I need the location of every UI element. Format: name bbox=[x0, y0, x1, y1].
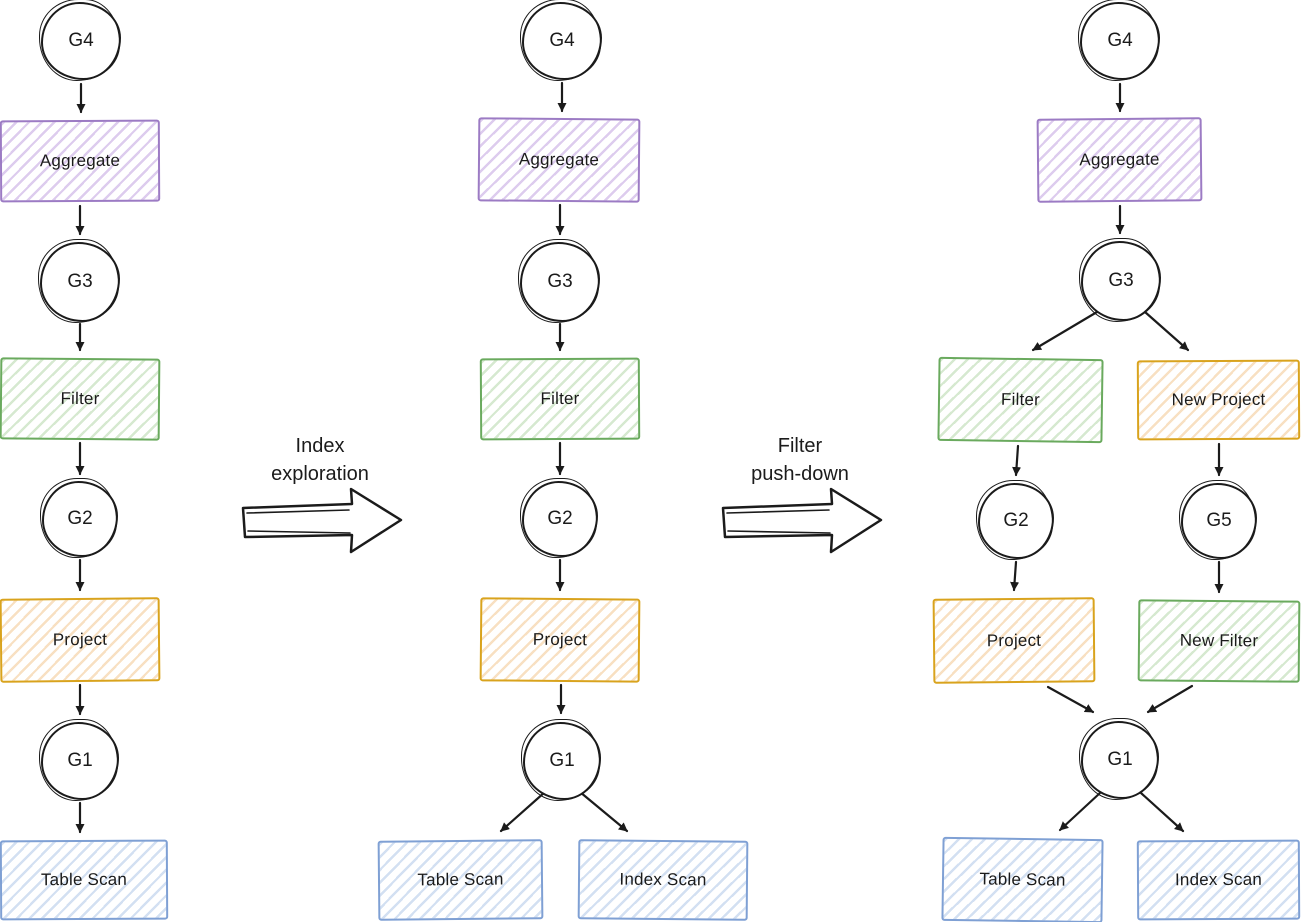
block-arrow-index-exploration bbox=[241, 487, 403, 554]
plan3-group-g4: G4 bbox=[1078, 0, 1160, 81]
plan2-op-project: Project bbox=[479, 597, 641, 683]
edge-g1-indexscan bbox=[578, 790, 629, 833]
plan1-group-g3: G3 bbox=[38, 239, 120, 323]
op-label: New Project bbox=[1171, 389, 1266, 410]
plan3-op-table-scan: Table Scan bbox=[941, 836, 1104, 922]
plan2-group-g4: G4 bbox=[520, 0, 602, 81]
group-label: G4 bbox=[1107, 30, 1133, 51]
transform-label-index-exploration: Index exploration bbox=[240, 432, 400, 488]
op-label: Table Scan bbox=[40, 869, 128, 890]
block-arrow-filter-push-down bbox=[721, 487, 883, 554]
op-label: Aggregate bbox=[39, 150, 121, 171]
group-label: G2 bbox=[547, 508, 573, 529]
plan3-op-new-project: New Project bbox=[1136, 359, 1301, 441]
group-label: G2 bbox=[67, 508, 93, 529]
plan1-op-aggregate: Aggregate bbox=[0, 119, 161, 203]
op-label: Table Scan bbox=[417, 869, 504, 890]
op-label: New Filter bbox=[1179, 630, 1259, 651]
edge-filter-g2 bbox=[1012, 444, 1022, 477]
edge-g1-tablescan bbox=[1058, 791, 1102, 832]
plan3-op-index-scan: Index Scan bbox=[1136, 839, 1301, 921]
op-label: Index Scan bbox=[1174, 869, 1263, 890]
op-label: Aggregate bbox=[518, 149, 600, 170]
group-label: G1 bbox=[549, 750, 575, 771]
plan1-op-project: Project bbox=[0, 597, 161, 683]
transform-label-filter-push-down: Filter push-down bbox=[720, 432, 880, 488]
op-label: Aggregate bbox=[1079, 149, 1160, 170]
edge-g1-indexscan bbox=[1139, 791, 1185, 833]
plan3-op-new-filter: New Filter bbox=[1137, 599, 1301, 683]
plan2-op-table-scan: Table Scan bbox=[377, 839, 544, 921]
group-label: G3 bbox=[1108, 270, 1134, 291]
transform-label-line2: exploration bbox=[271, 463, 369, 485]
plan3-op-aggregate: Aggregate bbox=[1036, 117, 1203, 203]
op-label: Project bbox=[986, 630, 1042, 650]
transform-label-line2: push-down bbox=[751, 463, 849, 485]
edge-project-g1 bbox=[1046, 685, 1095, 714]
plan3-group-g5: G5 bbox=[1179, 480, 1257, 560]
plan2-op-aggregate: Aggregate bbox=[477, 117, 641, 203]
plan3-group-g2: G2 bbox=[976, 480, 1054, 560]
group-label: G5 bbox=[1206, 510, 1232, 531]
op-label: Table Scan bbox=[979, 869, 1066, 890]
op-label: Filter bbox=[540, 388, 580, 409]
group-label: G1 bbox=[67, 750, 93, 771]
op-label: Filter bbox=[60, 388, 100, 409]
plan1-group-g1: G1 bbox=[39, 719, 119, 801]
edge-newfilter-g1 bbox=[1146, 684, 1194, 714]
plan2-group-g1: G1 bbox=[521, 719, 601, 801]
op-label: Project bbox=[532, 629, 588, 650]
plan1-op-filter: Filter bbox=[0, 357, 161, 441]
plan2-op-index-scan: Index Scan bbox=[577, 839, 749, 921]
plan3-op-project: Project bbox=[932, 597, 1096, 684]
transform-label-line1: Index bbox=[295, 435, 345, 457]
plan3-group-g3: G3 bbox=[1079, 238, 1161, 322]
transform-label-line1: Filter bbox=[777, 435, 823, 457]
op-label: Filter bbox=[1000, 389, 1041, 410]
edge-g1-tablescan bbox=[499, 790, 547, 833]
plan2-group-g3: G3 bbox=[518, 239, 600, 323]
op-label: Index Scan bbox=[619, 869, 707, 890]
group-label: G4 bbox=[68, 30, 94, 51]
edge-g3-newproject bbox=[1143, 310, 1190, 352]
plan2-group-g2: G2 bbox=[520, 478, 598, 558]
edge-g3-filter bbox=[1031, 310, 1099, 352]
plan1-group-g4: G4 bbox=[39, 0, 121, 81]
group-label: G1 bbox=[1107, 749, 1133, 770]
plan1-edges bbox=[75, 82, 86, 834]
edge-g2-project bbox=[1010, 560, 1020, 592]
plan2-op-filter: Filter bbox=[479, 357, 641, 441]
plan2-edges bbox=[499, 81, 629, 833]
plan1-group-g2: G2 bbox=[40, 478, 118, 558]
group-label: G3 bbox=[547, 271, 573, 292]
op-label: Project bbox=[52, 629, 108, 650]
group-label: G2 bbox=[1003, 510, 1029, 531]
group-label: G4 bbox=[549, 30, 575, 51]
plan3-op-filter: Filter bbox=[937, 356, 1104, 444]
group-label: G3 bbox=[67, 271, 93, 292]
plan1-op-table-scan: Table Scan bbox=[0, 839, 169, 921]
plan3-edges bbox=[1010, 82, 1224, 833]
plan3-group-g1: G1 bbox=[1079, 718, 1159, 800]
